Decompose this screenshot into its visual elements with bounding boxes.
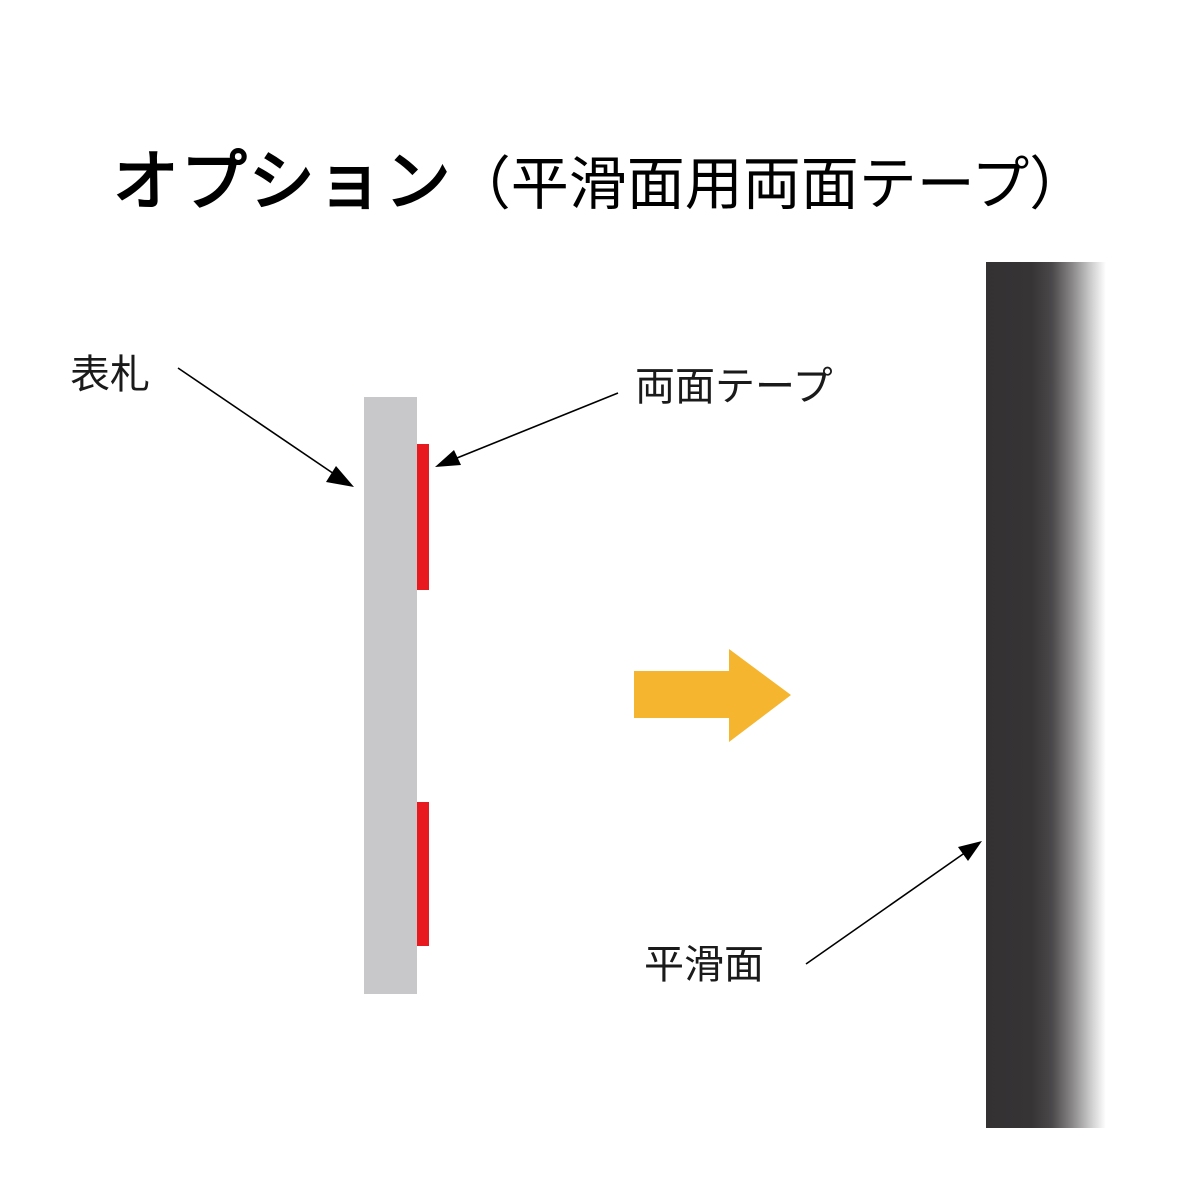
sign-label: 表札 (70, 352, 150, 398)
surface-pointer-arrow (805, 841, 982, 965)
right-arrow-icon (634, 649, 791, 742)
tape-strip-bottom (417, 802, 429, 946)
smooth-wall (986, 262, 1106, 1128)
tape-pointer-arrow (435, 392, 619, 467)
tape-label: 両面テープ (635, 364, 833, 410)
surface-label: 平滑面 (644, 942, 764, 988)
page-title: オプション（平滑面用両面テープ） (0, 128, 1200, 228)
title-main: オプション (112, 143, 453, 220)
tape-strip-top (417, 444, 429, 590)
sign-pointer-arrow (177, 367, 354, 487)
title-sub: （平滑面用両面テープ） (452, 150, 1088, 218)
nameplate (364, 397, 417, 994)
